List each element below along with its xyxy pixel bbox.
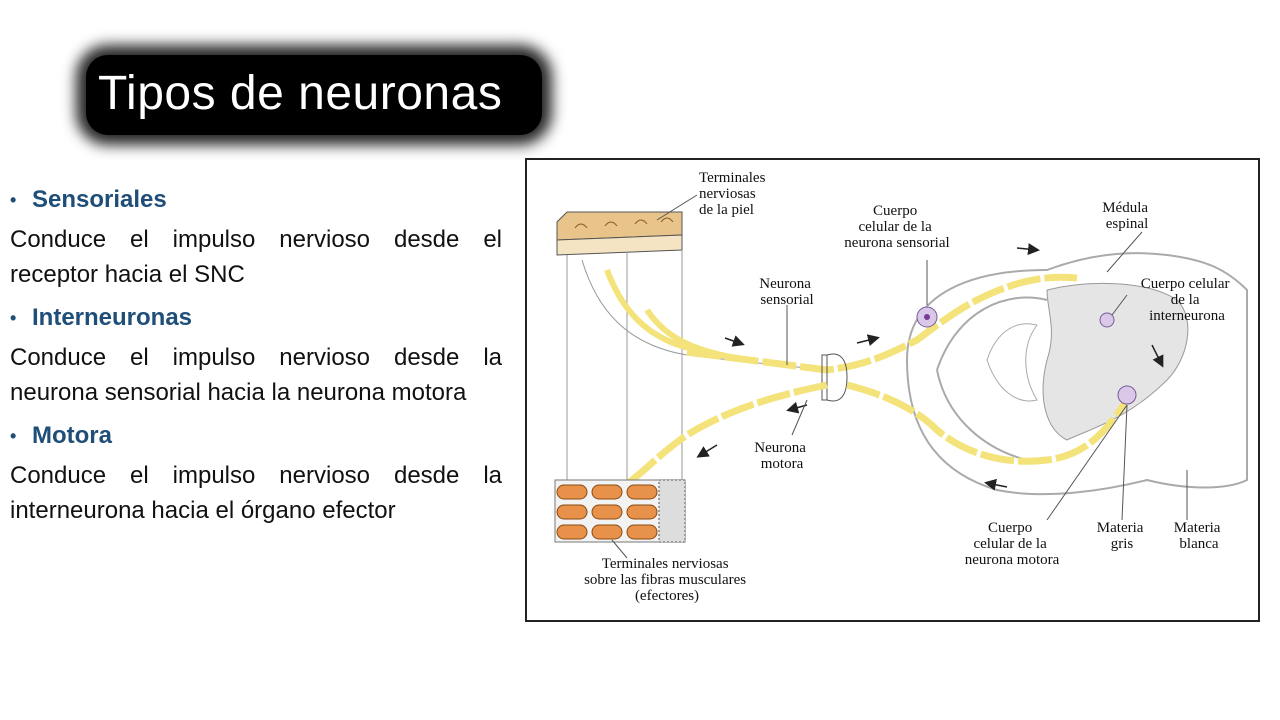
bullet-dot-icon: •: [10, 307, 17, 328]
slide-title: Tipos de neuronas: [98, 67, 503, 120]
label-terminales-musculo: Terminales nerviosas sobre las fibras mu…: [584, 556, 750, 604]
label-medula: Médula espinal: [1102, 200, 1152, 232]
label-neurona-motora: Neurona motora: [754, 440, 809, 472]
muscle-fibers: [554, 479, 686, 543]
label-terminales-piel: Terminales nerviosas de la piel: [699, 170, 769, 218]
bullet-interneuronas: • Interneuronas: [10, 298, 502, 338]
bullet-description: Conduce el impulso nervioso desde la int…: [10, 462, 502, 524]
bullet-motora: • Motora: [10, 416, 502, 456]
bullet-description: Conduce el impulso nervioso desde la neu…: [10, 344, 502, 406]
bullet-heading: Sensoriales: [32, 186, 167, 213]
bullet-dot-icon: •: [10, 189, 17, 210]
skin-block: [556, 211, 683, 495]
bullet-sensoriales: • Sensoriales: [10, 180, 502, 220]
bullet-heading: Interneuronas: [32, 304, 193, 331]
reflex-arc-diagram: Terminales nerviosas de la piel Cuerpo c…: [525, 158, 1260, 622]
bullet-heading: Motora: [32, 422, 112, 449]
sensory-neuron-axon: [581, 259, 1078, 374]
leader-lines: [611, 194, 1188, 559]
bullet-dot-icon: •: [10, 425, 17, 446]
title-background: [86, 55, 542, 135]
label-cuerpo-inter: Cuerpo celular de la interneurona: [1141, 276, 1233, 324]
diagram-svg: Terminales nerviosas de la piel Cuerpo c…: [554, 170, 1248, 604]
label-cuerpo-motora: Cuerpo celular de la neurona motora: [965, 520, 1060, 568]
nerve-root: [821, 353, 848, 402]
label-materia-blanca: Materia blanca: [1174, 520, 1224, 552]
label-neurona-sensorial: Neurona sensorial: [759, 276, 814, 308]
bullet-description: Conduce el impulso nervioso desde el rec…: [10, 226, 502, 288]
label-materia-gris: Materia gris: [1097, 520, 1147, 552]
neuron-types-list: • Sensoriales Conduce el impulso nervios…: [10, 180, 502, 534]
label-cuerpo-sensorial: Cuerpo celular de la neurona sensorial: [844, 203, 949, 251]
motor-neuron-axon: [615, 312, 1137, 494]
